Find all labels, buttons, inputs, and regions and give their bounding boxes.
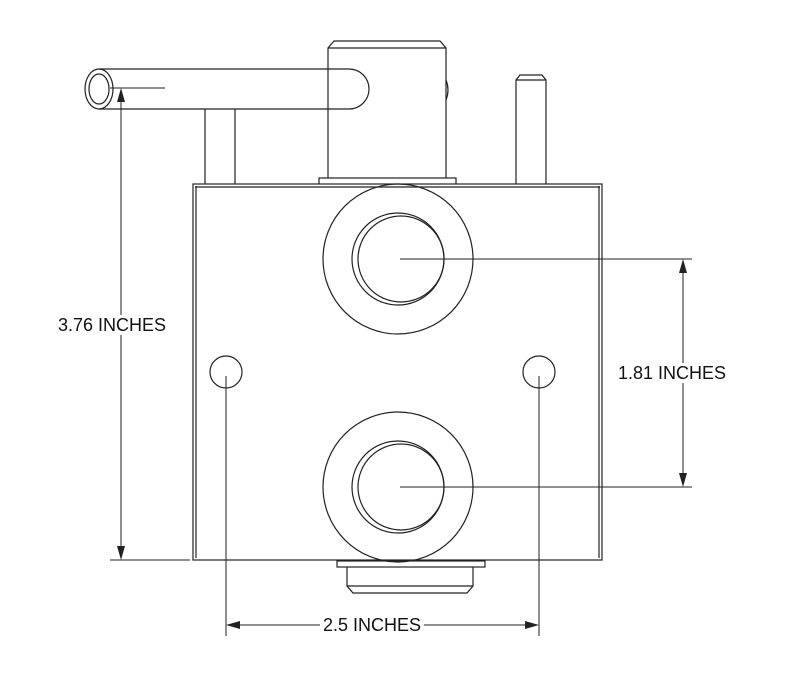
bottom-flange xyxy=(336,560,486,568)
dim-port-arrow-bottom xyxy=(679,473,687,487)
handle-rod-end-outer xyxy=(84,68,114,110)
dim-hole-arrow-left xyxy=(226,621,240,629)
handle-rod xyxy=(99,68,370,110)
handle-rod-end-inner xyxy=(88,73,110,105)
dim-hole-arrow-right xyxy=(525,621,539,629)
top-cylinder-nub xyxy=(445,79,449,101)
dimension-hole-spacing-label: 2.5 INCHES xyxy=(320,615,425,635)
dimension-port-spacing-label: 1.81 INCHES xyxy=(615,363,730,383)
dim-port-arrow-top xyxy=(679,259,687,273)
bottom-cylinder xyxy=(346,567,474,594)
top-cylinder xyxy=(327,40,447,178)
dimension-overall-height-label: 3.76 INCHES xyxy=(55,315,170,335)
dim-height-arrow-bottom xyxy=(117,546,125,560)
locating-pin xyxy=(515,74,547,184)
valve-body xyxy=(192,183,603,561)
dim-height-arrow-top xyxy=(117,88,125,102)
